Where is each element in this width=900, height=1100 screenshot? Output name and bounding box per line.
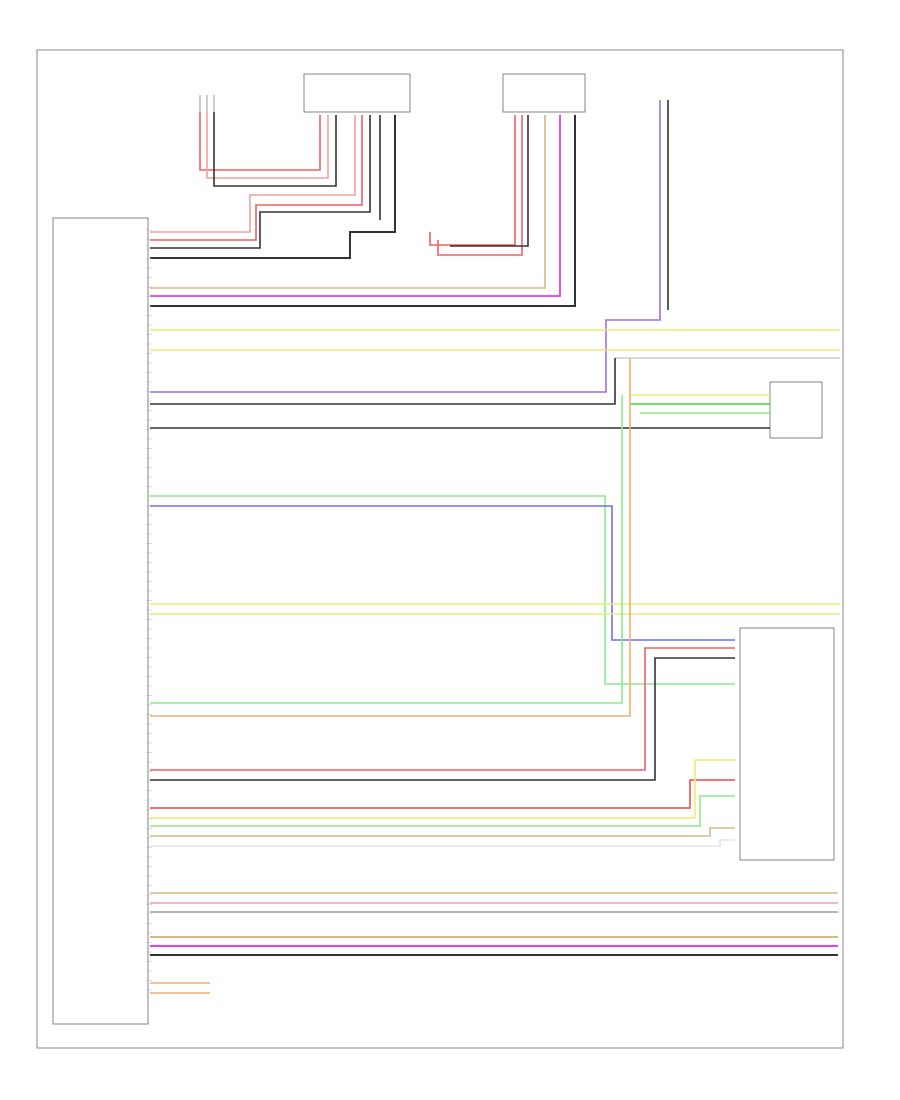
top-module-2-box bbox=[303, 73, 411, 113]
wire-2 bbox=[206, 112, 329, 179]
wire-15 bbox=[150, 100, 661, 393]
wire-13 bbox=[150, 115, 561, 297]
right-module-2 bbox=[739, 627, 835, 861]
wire-3 bbox=[213, 112, 337, 187]
wire-26 bbox=[150, 505, 735, 641]
wire-1 bbox=[199, 112, 321, 171]
right-module-1 bbox=[769, 381, 823, 439]
wire-12 bbox=[150, 115, 546, 289]
wire-4 bbox=[150, 115, 356, 233]
wire-9 bbox=[429, 115, 516, 246]
wire-5 bbox=[150, 115, 363, 241]
wire-7 bbox=[150, 115, 396, 259]
wire-33 bbox=[150, 779, 735, 809]
top-module-3-box bbox=[502, 73, 586, 113]
right-module-1-box bbox=[769, 381, 823, 439]
wire-35 bbox=[150, 795, 735, 827]
wire-layer bbox=[146, 100, 840, 994]
wire-34 bbox=[150, 759, 735, 819]
right-module-2-box bbox=[739, 627, 835, 861]
wire-20 bbox=[150, 358, 616, 405]
wire-37 bbox=[150, 839, 735, 847]
wire-25 bbox=[150, 495, 735, 685]
top-module-2 bbox=[303, 73, 411, 113]
wire-11 bbox=[450, 115, 529, 247]
wire-30 bbox=[150, 358, 631, 717]
wire-29 bbox=[150, 395, 623, 704]
wire-10 bbox=[437, 115, 523, 256]
wire-14 bbox=[150, 115, 576, 307]
wire-31 bbox=[150, 647, 735, 771]
wire-6 bbox=[150, 115, 371, 249]
wire-36 bbox=[150, 827, 735, 837]
left-module bbox=[52, 217, 149, 1025]
top-module-3 bbox=[502, 73, 586, 113]
wire-32 bbox=[150, 657, 735, 781]
left-module-box bbox=[52, 217, 149, 1025]
diagram-frame bbox=[36, 49, 844, 1049]
